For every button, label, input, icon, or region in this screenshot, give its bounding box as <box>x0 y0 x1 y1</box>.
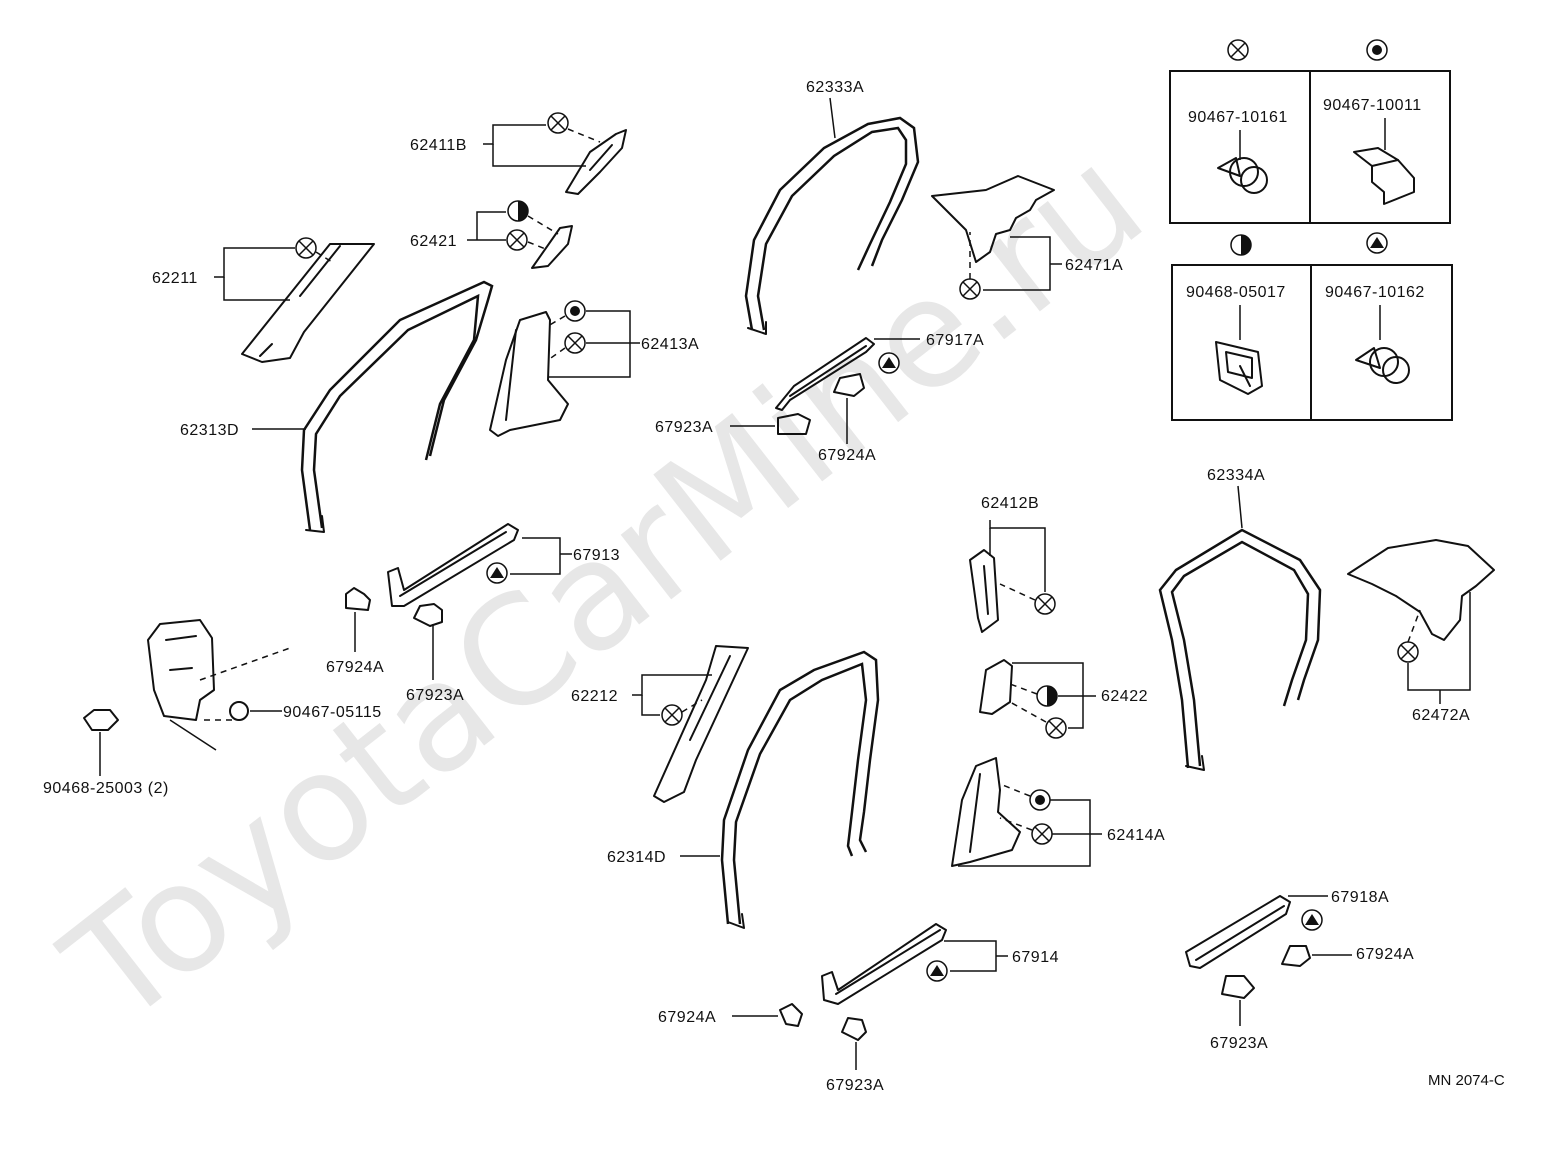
label-67924A-2: 67924A <box>818 447 876 464</box>
label-62211: 62211 <box>152 270 198 287</box>
clip-90467-10011-drawing <box>1353 147 1415 205</box>
legend-part-90467-10011: 90467-10011 <box>1323 97 1422 114</box>
label-67917A: 67917A <box>926 332 984 349</box>
label-67924A-4: 67924A <box>1356 946 1414 963</box>
label-62314D: 62314D <box>607 849 666 866</box>
label-67923A-3: 67923A <box>826 1077 884 1094</box>
part-67923A-right[interactable]: 67923A <box>1210 975 1268 1052</box>
label-90467-05115: 90467-05115 <box>283 704 382 721</box>
label-62413A: 62413A <box>641 336 699 353</box>
label-67918A: 67918A <box>1331 889 1389 906</box>
part-62313D[interactable]: 62313D <box>180 280 494 533</box>
label-62334A: 62334A <box>1207 467 1265 484</box>
legend-panel: 90467-10161 90467-10011 90468-05017 9046… <box>1169 39 1453 421</box>
clip-90468-05017-drawing <box>1215 341 1263 395</box>
part-62411B[interactable]: 62411B <box>410 112 627 195</box>
triangle-circle-icon <box>1301 909 1323 931</box>
label-62333A: 62333A <box>806 79 864 96</box>
label-90468-25003: 90468-25003 (2) <box>43 780 169 797</box>
dot-circle-icon <box>564 300 586 322</box>
part-67924A-center[interactable]: 67924A <box>818 373 876 464</box>
part-62413A[interactable]: 62413A <box>489 300 699 437</box>
part-67913[interactable]: 67913 <box>387 523 620 607</box>
label-67924A-3: 67924A <box>658 1009 716 1026</box>
legend-part-90467-10162: 90467-10162 <box>1325 284 1425 301</box>
triangle-circle-icon <box>486 562 508 584</box>
part-62211[interactable]: 62211 <box>152 237 375 363</box>
clip-90467-10162-drawing <box>1355 347 1410 384</box>
part-67924A-left[interactable]: 67924A <box>326 587 384 676</box>
label-62414A: 62414A <box>1107 827 1165 844</box>
part-67924A-bottom[interactable]: 67924A <box>658 1003 803 1027</box>
clip-90467-10161-drawing <box>1217 157 1268 194</box>
legend-part-90467-10161: 90467-10161 <box>1188 109 1288 126</box>
label-62471A: 62471A <box>1065 257 1123 274</box>
label-62421: 62421 <box>410 233 457 250</box>
part-67923A-bottom[interactable]: 67923A <box>826 1017 884 1094</box>
diagram-code: MN 2074-C <box>1428 1072 1505 1089</box>
label-67913: 67913 <box>573 547 620 564</box>
x-circle-icon <box>959 278 981 300</box>
x-circle-icon <box>547 112 569 134</box>
label-67924A-1: 67924A <box>326 659 384 676</box>
part-62471A[interactable]: 62471A <box>931 175 1123 300</box>
x-circle-icon <box>1031 823 1053 845</box>
x-circle-icon <box>1227 39 1249 61</box>
part-62421[interactable]: 62421 <box>410 200 573 269</box>
label-62472A: 62472A <box>1412 707 1470 724</box>
x-circle-icon <box>564 332 586 354</box>
label-67923A-4: 67923A <box>1210 1035 1268 1052</box>
half-circle-icon <box>1230 234 1252 256</box>
label-62313D: 62313D <box>180 422 239 439</box>
part-62412B[interactable]: 62412B <box>969 495 1056 633</box>
part-67923A-center[interactable]: 67923A <box>655 413 811 436</box>
part-67914[interactable]: 67914 <box>821 923 1059 1005</box>
legend-part-90468-05017: 90468-05017 <box>1186 284 1286 301</box>
label-67914: 67914 <box>1012 949 1059 966</box>
dot-circle-icon <box>1366 39 1388 61</box>
watermark: ToyotaCarMine.ru <box>34 114 1175 1058</box>
label-62411B: 62411B <box>410 137 467 154</box>
part-62422[interactable]: 62422 <box>979 659 1148 739</box>
dot-circle-icon <box>1029 789 1051 811</box>
x-circle-icon <box>1045 717 1067 739</box>
x-circle-icon <box>295 237 317 259</box>
part-90468-25003[interactable]: 90468-25003 (2) <box>43 709 169 797</box>
part-62414A[interactable]: 62414A <box>951 757 1165 867</box>
x-circle-icon <box>1397 641 1419 663</box>
x-circle-icon <box>1034 593 1056 615</box>
label-62422: 62422 <box>1101 688 1148 705</box>
part-62334A[interactable]: 62334A <box>1158 467 1322 771</box>
label-67923A-2: 67923A <box>655 419 713 436</box>
half-circle-icon <box>1036 685 1058 707</box>
triangle-circle-icon <box>1366 232 1388 254</box>
half-circle-icon <box>507 200 529 222</box>
part-90467-05115[interactable]: 90467-05115 <box>147 619 382 751</box>
triangle-circle-icon <box>878 352 900 374</box>
x-circle-icon <box>506 229 528 251</box>
part-62212[interactable]: 62212 <box>571 645 749 803</box>
part-62333A[interactable]: 62333A <box>744 79 920 335</box>
part-67917A[interactable]: 67917A <box>775 332 984 411</box>
part-67924A-right[interactable]: 67924A <box>1281 945 1414 967</box>
label-62412B: 62412B <box>981 495 1039 512</box>
part-67918A[interactable]: 67918A <box>1185 889 1389 969</box>
part-62314D[interactable]: 62314D <box>607 650 880 929</box>
label-62212: 62212 <box>571 688 618 705</box>
label-67923A-1: 67923A <box>406 687 464 704</box>
part-67923A-left[interactable]: 67923A <box>406 603 464 704</box>
x-circle-icon <box>661 704 683 726</box>
part-62472A[interactable]: 62472A <box>1347 539 1495 724</box>
triangle-circle-icon <box>926 960 948 982</box>
